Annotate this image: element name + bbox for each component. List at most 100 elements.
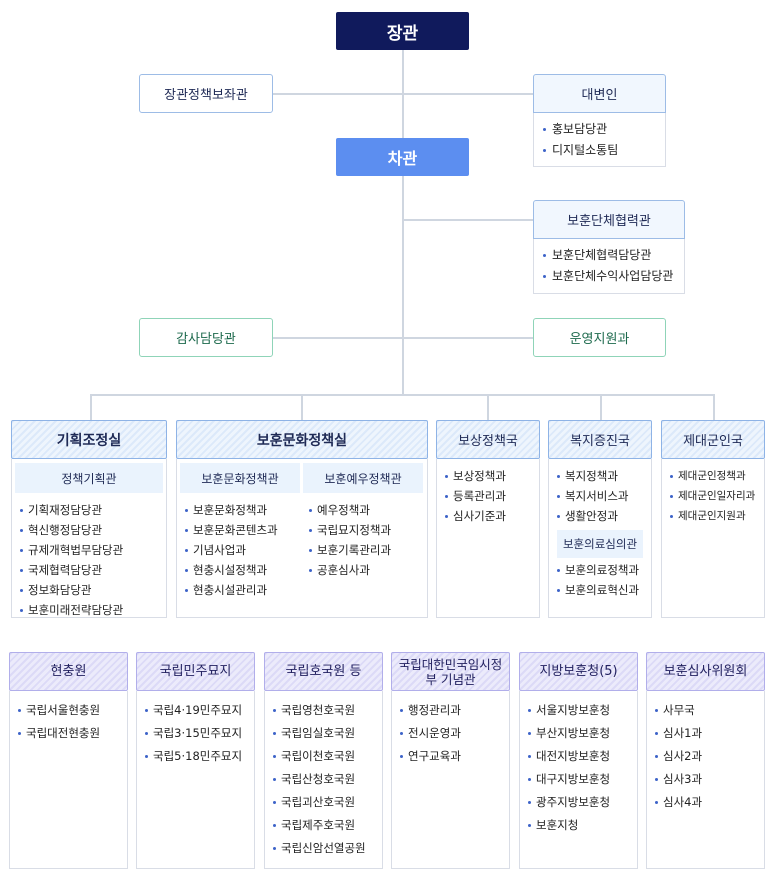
list-item[interactable]: 국립신암선열공원	[265, 837, 366, 860]
org-regional-body: 서울지방보훈청 부산지방보훈청 대전지방보훈청 대구지방보훈청 광주지방보훈청 …	[519, 691, 638, 869]
list-item[interactable]: 등록관리과	[437, 486, 506, 506]
list-item[interactable]: 국립서울현충원	[10, 699, 100, 722]
list-item[interactable]: 보훈단체수익사업담당관	[534, 266, 684, 287]
list-item[interactable]: 규제개혁법무담당관	[12, 540, 123, 560]
org-regional-head[interactable]: 지방보훈청(5)	[519, 652, 638, 691]
list-item[interactable]: 국립5·18민주묘지	[137, 745, 242, 768]
list-item[interactable]: 행정관리과	[392, 699, 461, 722]
list-item[interactable]: 디지털소통팀	[534, 140, 665, 161]
veterans-org-box[interactable]: 보훈단체협력관	[533, 200, 685, 239]
org-democracy-body: 국립4·19민주묘지 국립3·15민주묘지 국립5·18민주묘지	[136, 691, 255, 869]
list-item[interactable]: 국립영천호국원	[265, 699, 366, 722]
audit-line	[272, 337, 534, 339]
list-item[interactable]: 국립3·15민주묘지	[137, 722, 242, 745]
list-item[interactable]: 연구교육과	[392, 745, 461, 768]
list-item[interactable]: 보훈문화콘텐츠과	[177, 520, 278, 540]
dept-culture-sub-1[interactable]: 보훈문화정책관	[180, 463, 300, 493]
list-item[interactable]: 국립산청호국원	[265, 768, 366, 791]
dept-compensation-head[interactable]: 보상정책국	[436, 420, 540, 459]
trunk-line	[402, 50, 404, 395]
dept-planning-body: 정책기획관 기획재정담당관 혁신행정담당관 규제개혁법무담당관 국제협력담당관 …	[11, 459, 167, 618]
list-item[interactable]: 정보화담당관	[12, 580, 123, 600]
minister-box[interactable]: 장관	[336, 12, 469, 50]
spokesperson-box[interactable]: 대변인	[533, 74, 666, 113]
dept-drop-4	[600, 394, 602, 420]
list-item[interactable]: 복지정책과	[549, 466, 628, 486]
list-item[interactable]: 보훈미래전략담당관	[12, 600, 123, 620]
list-item[interactable]: 부산지방보훈청	[520, 722, 610, 745]
list-item[interactable]: 서울지방보훈청	[520, 699, 610, 722]
list-item[interactable]: 국립이천호국원	[265, 745, 366, 768]
list-item[interactable]: 광주지방보훈청	[520, 791, 610, 814]
dept-drop-2	[301, 394, 303, 420]
list-item[interactable]: 복지서비스과	[549, 486, 628, 506]
dept-welfare-sub[interactable]: 보훈의료심의관	[557, 530, 643, 558]
dept-bus-line	[90, 394, 714, 396]
org-hoguk-body: 국립영천호국원 국립임실호국원 국립이천호국원 국립산청호국원 국립괴산호국원 …	[264, 691, 383, 869]
veterans-line	[402, 219, 534, 221]
list-item[interactable]: 보훈의료혁신과	[549, 580, 639, 600]
list-item[interactable]: 심사4과	[647, 791, 702, 814]
list-item[interactable]: 혁신행정담당관	[12, 520, 123, 540]
list-item[interactable]: 제대군인일자리과	[662, 486, 755, 506]
list-item[interactable]: 기념사업과	[177, 540, 278, 560]
list-item[interactable]: 기획재정담당관	[12, 500, 123, 520]
list-item[interactable]: 심사3과	[647, 768, 702, 791]
dept-drop-1	[90, 394, 92, 420]
list-item[interactable]: 보상정책과	[437, 466, 506, 486]
advisor-line	[272, 93, 534, 95]
audit-box[interactable]: 감사담당관	[139, 318, 273, 357]
dept-drop-3	[487, 394, 489, 420]
org-democracy-head[interactable]: 국립민주묘지	[136, 652, 255, 691]
dept-culture-sub-2[interactable]: 보훈예우정책관	[303, 463, 423, 493]
dept-drop-5	[713, 394, 715, 420]
dept-compensation-body: 보상정책과 등록관리과 심사기준과	[436, 459, 540, 618]
org-review-committee-head[interactable]: 보훈심사위원회	[646, 652, 765, 691]
list-item[interactable]: 보훈단체협력담당관	[534, 245, 684, 266]
list-item[interactable]: 현충시설관리과	[177, 580, 278, 600]
list-item[interactable]: 공훈심사과	[301, 560, 391, 580]
list-item[interactable]: 대구지방보훈청	[520, 768, 610, 791]
list-item[interactable]: 심사1과	[647, 722, 702, 745]
list-item[interactable]: 국립괴산호국원	[265, 791, 366, 814]
dept-planning-head[interactable]: 기획조정실	[11, 420, 167, 459]
list-item[interactable]: 사무국	[647, 699, 702, 722]
list-item[interactable]: 국립임실호국원	[265, 722, 366, 745]
list-item[interactable]: 전시운영과	[392, 722, 461, 745]
list-item[interactable]: 보훈지청	[520, 814, 610, 837]
org-cemetery-head[interactable]: 현충원	[9, 652, 128, 691]
dept-veterans-body: 제대군인정책과 제대군인일자리과 제대군인지원과	[661, 459, 765, 618]
policy-advisor-box[interactable]: 장관정책보좌관	[139, 74, 273, 113]
list-item[interactable]: 예우정책과	[301, 500, 391, 520]
list-item[interactable]: 국제협력담당관	[12, 560, 123, 580]
list-item[interactable]: 제대군인지원과	[662, 506, 755, 526]
dept-culture-head[interactable]: 보훈문화정책실	[176, 420, 428, 459]
org-provisional-gov-body: 행정관리과 전시운영과 연구교육과	[391, 691, 510, 869]
list-item[interactable]: 보훈의료정책과	[549, 560, 639, 580]
spokesperson-list: 홍보담당관 디지털소통팀	[533, 113, 666, 167]
dept-welfare-head[interactable]: 복지증진국	[548, 420, 652, 459]
list-item[interactable]: 심사기준과	[437, 506, 506, 526]
dept-culture-body: 보훈문화정책관 보훈예우정책관 보훈문화정책과 보훈문화콘텐츠과 기념사업과 현…	[176, 459, 428, 618]
list-item[interactable]: 대전지방보훈청	[520, 745, 610, 768]
org-hoguk-head[interactable]: 국립호국원 등	[264, 652, 383, 691]
org-review-committee-body: 사무국 심사1과 심사2과 심사3과 심사4과	[646, 691, 765, 869]
list-item[interactable]: 보훈문화정책과	[177, 500, 278, 520]
dept-planning-sub[interactable]: 정책기획관	[15, 463, 163, 493]
list-item[interactable]: 보훈기록관리과	[301, 540, 391, 560]
list-item[interactable]: 국립대전현충원	[10, 722, 100, 745]
list-item[interactable]: 홍보담당관	[534, 119, 665, 140]
list-item[interactable]: 국립묘지정책과	[301, 520, 391, 540]
list-item[interactable]: 국립4·19민주묘지	[137, 699, 242, 722]
list-item[interactable]: 심사2과	[647, 745, 702, 768]
list-item[interactable]: 생활안정과	[549, 506, 628, 526]
dept-veterans-head[interactable]: 제대군인국	[661, 420, 765, 459]
list-item[interactable]: 국립제주호국원	[265, 814, 366, 837]
veterans-org-list: 보훈단체협력담당관 보훈단체수익사업담당관	[533, 239, 685, 294]
dept-welfare-body: 복지정책과 복지서비스과 생활안정과 보훈의료심의관 보훈의료정책과 보훈의료혁…	[548, 459, 652, 618]
operations-box[interactable]: 운영지원과	[533, 318, 666, 357]
list-item[interactable]: 제대군인정책과	[662, 466, 755, 486]
vice-minister-box[interactable]: 차관	[336, 138, 469, 176]
list-item[interactable]: 현충시설정책과	[177, 560, 278, 580]
org-provisional-gov-head[interactable]: 국립대한민국임시정부 기념관	[391, 652, 510, 691]
